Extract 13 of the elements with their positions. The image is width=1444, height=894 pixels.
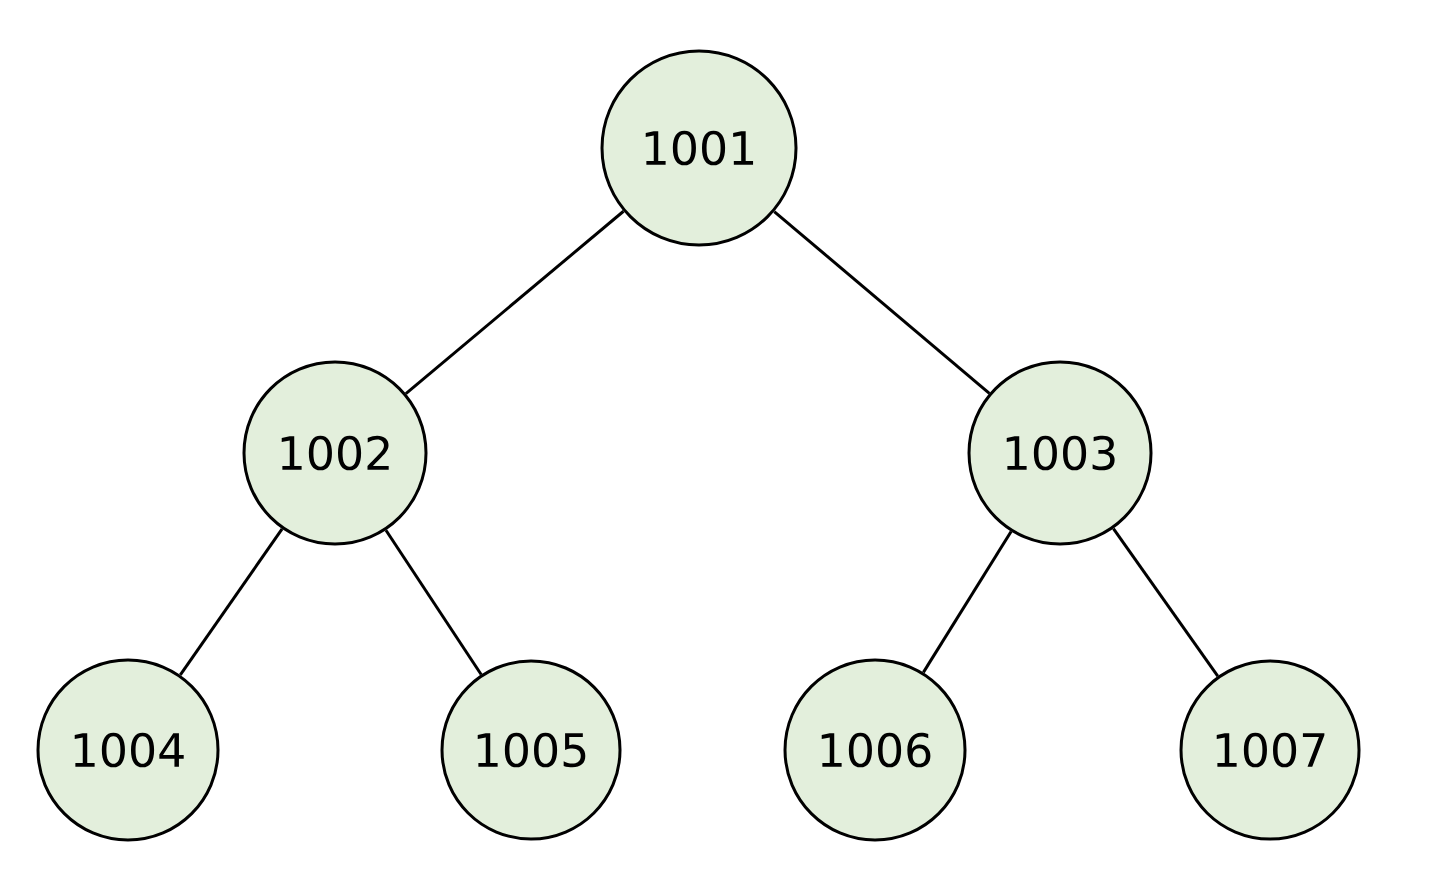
connector-line: [1112, 527, 1219, 677]
tree-node: 1004: [36, 658, 220, 842]
tree-node: 1001: [600, 49, 798, 247]
tree-node: 1003: [967, 360, 1153, 546]
connector-line: [404, 210, 625, 395]
connector-line: [773, 210, 991, 395]
tree-node: 1005: [440, 659, 622, 841]
tree-node: 1007: [1179, 659, 1361, 841]
connector-line: [922, 530, 1013, 674]
connector-line: [179, 528, 284, 676]
connector-line: [384, 529, 483, 676]
tree-node: 1002: [242, 360, 428, 546]
tree-node: 1006: [783, 658, 967, 842]
